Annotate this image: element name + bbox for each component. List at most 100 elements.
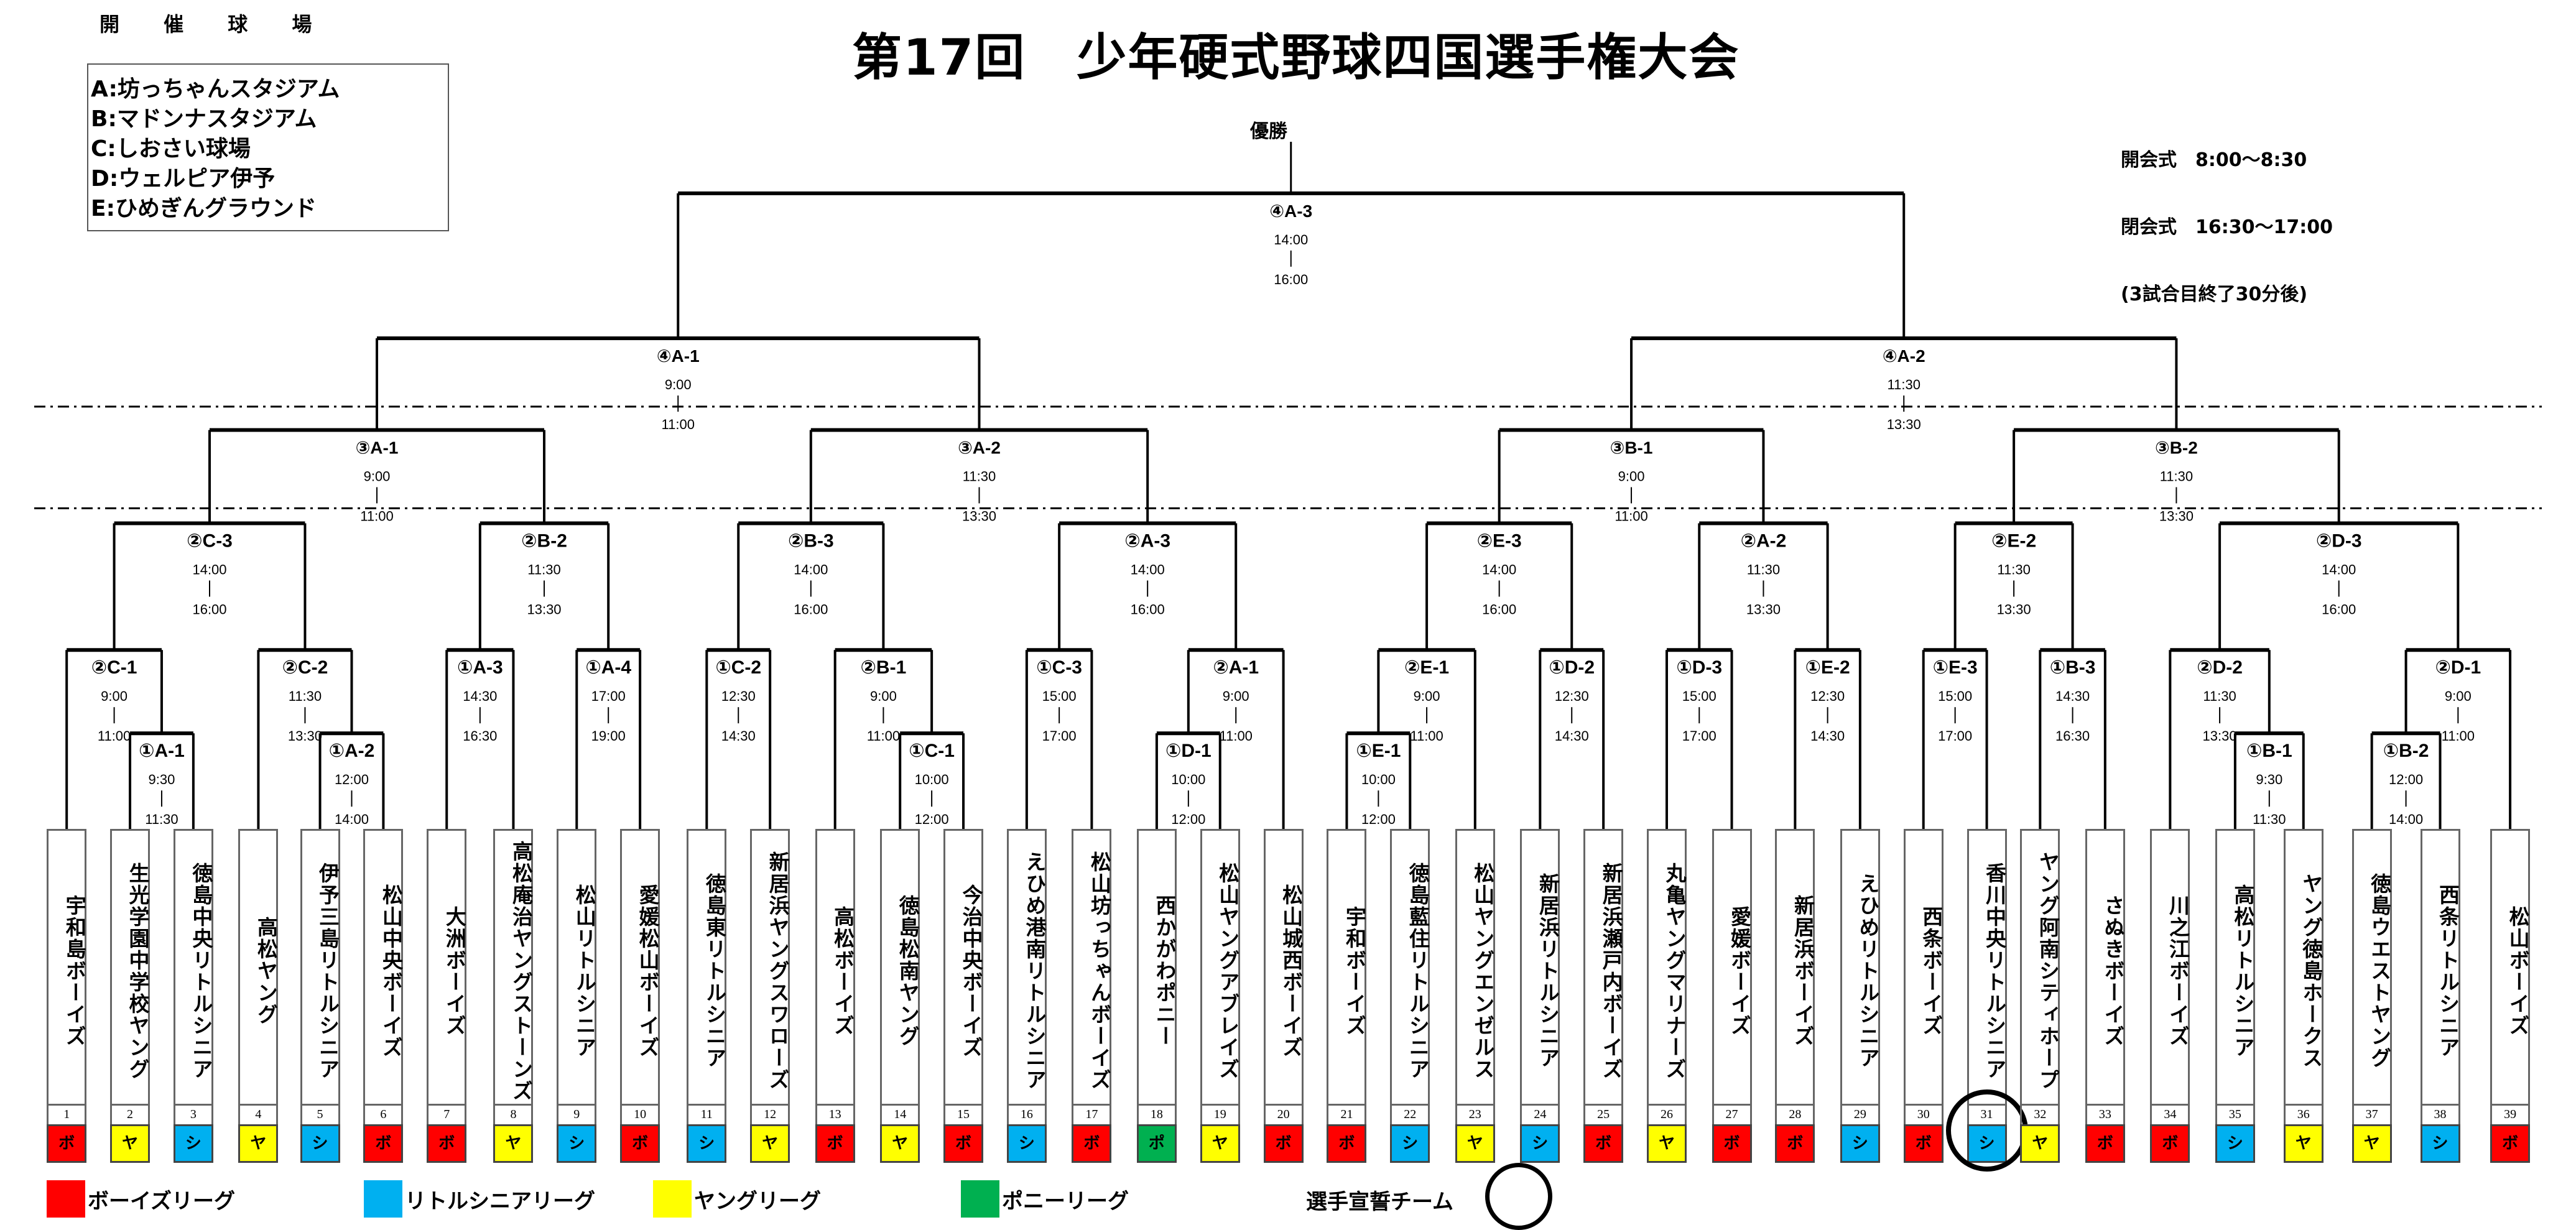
team-number: 14 — [880, 1104, 920, 1124]
match-end-time: 13:30 — [1746, 602, 1781, 617]
league-badge-senior: シ — [1840, 1124, 1880, 1163]
match-start-time: 9:30 — [149, 772, 175, 787]
match-start-time: 10:00 — [1171, 772, 1205, 787]
league-badge-senior: シ — [1006, 1124, 1047, 1163]
team-name: ヤング阿南シティホープ — [2020, 829, 2060, 1104]
league-badge-boys: ボ — [1903, 1124, 1944, 1163]
match-end-time: 11:30 — [2253, 812, 2286, 827]
match-end-time: 11:00 — [662, 417, 695, 432]
match-end-time: 11:00 — [1410, 728, 1443, 744]
league-badge-boys: ボ — [363, 1124, 404, 1163]
match-end-time: 16:30 — [463, 728, 497, 744]
match-start-time: 11:30 — [1997, 562, 2030, 578]
team-name: 徳島中央リトルシニア — [173, 829, 213, 1104]
match-label: ①C-3 — [1036, 657, 1082, 678]
team-name: 徳島ウエストヤング — [2351, 829, 2392, 1104]
team-name: 生光学園中学校ヤング — [110, 829, 151, 1104]
opening-ceremony: 開会式 8:00～8:30 — [2121, 149, 2307, 171]
match-end-time: 12:00 — [915, 812, 949, 827]
match-label: ①D-3 — [1676, 657, 1722, 678]
league-badge-boys: ボ — [2085, 1124, 2125, 1163]
league-badge-boys: ボ — [1712, 1124, 1752, 1163]
match-label: ②A-2 — [1741, 531, 1787, 552]
match-start-time: 12:00 — [2389, 772, 2423, 787]
team-number: 25 — [1583, 1104, 1624, 1124]
match-label: ②C-3 — [187, 531, 233, 552]
league-badge-young: ヤ — [880, 1124, 920, 1163]
team-name: ヤング徳島ホークス — [2283, 829, 2323, 1104]
match-start-time: 14:00 — [794, 562, 828, 578]
team-number: 2 — [110, 1104, 151, 1124]
team-name: 松山ヤングエンゼルス — [1455, 829, 1495, 1104]
match-start-time: 12:00 — [335, 772, 369, 787]
team-number: 9 — [557, 1104, 597, 1124]
match-label: ②B-2 — [521, 531, 567, 552]
league-badge-young: ヤ — [493, 1124, 534, 1163]
team-number: 20 — [1263, 1104, 1304, 1124]
match-label: ①E-3 — [1933, 657, 1978, 678]
match-end-time: 16:00 — [192, 602, 226, 617]
team-name: 新居浜リトルシニア — [1520, 829, 1560, 1104]
match-end-time: 17:00 — [1938, 728, 1972, 744]
team-name: 松山城西ボーイズ — [1263, 829, 1304, 1104]
match-label: ②E-2 — [1991, 531, 2036, 552]
match-end-time: 13:30 — [1887, 417, 1921, 432]
match-end-time: 11:30 — [145, 812, 178, 827]
match-start-time: 14:30 — [2055, 688, 2090, 704]
team-name: さぬきボーイズ — [2085, 829, 2125, 1104]
team-name: 徳島松南ヤング — [880, 829, 920, 1104]
league-badge-senior: シ — [300, 1124, 340, 1163]
match-label: ①A-3 — [457, 657, 503, 678]
legend-young: ヤングリーグ — [653, 1180, 821, 1218]
match-end-time: 16:00 — [2322, 602, 2356, 617]
league-badge-boys: ボ — [620, 1124, 660, 1163]
match-end-time: 16:00 — [1482, 602, 1516, 617]
team-name: 伊予三島リトルシニア — [300, 829, 340, 1104]
team-name: 高松ボーイズ — [815, 829, 855, 1104]
match-end-time: 13:30 — [288, 728, 322, 744]
match-start-time: 11:30 — [527, 562, 560, 578]
match-end-time: 16:00 — [794, 602, 828, 617]
match-label: ①A-4 — [585, 657, 631, 678]
league-badge-boys: ボ — [815, 1124, 855, 1163]
match-label: ①A-2 — [329, 741, 375, 761]
match-end-time: 13:30 — [1997, 602, 2031, 617]
league-badge-young: ヤ — [238, 1124, 279, 1163]
team-name: 宇和島ボーイズ — [47, 829, 87, 1104]
team-number: 21 — [1327, 1104, 1367, 1124]
team-number: 39 — [2490, 1104, 2531, 1124]
legend-label: ヤングリーグ — [694, 1188, 821, 1214]
match-label: ①A-1 — [139, 741, 185, 761]
match-label: ①C-1 — [909, 741, 955, 761]
match-start-time: 14:00 — [2322, 562, 2356, 578]
match-end-time: 11:00 — [1615, 508, 1647, 524]
match-label: ①B-2 — [2383, 741, 2429, 761]
match-end-time: 13:30 — [2203, 728, 2237, 744]
venues-list: A:坊っちゃんスタジアム B:マドンナスタジアム C:しおさい球場 D:ウェルピ… — [87, 63, 449, 231]
match-start-time: 10:00 — [1361, 772, 1396, 787]
match-start-time: 10:00 — [915, 772, 949, 787]
league-badge-senior: シ — [1520, 1124, 1560, 1163]
match-end-time: 11:00 — [1220, 728, 1253, 744]
match-start-time: 14:00 — [1274, 232, 1308, 247]
match-end-time: 11:00 — [360, 508, 393, 524]
team-number: 36 — [2283, 1104, 2323, 1124]
league-badge-boys: ボ — [1775, 1124, 1815, 1163]
team-number: 16 — [1006, 1104, 1047, 1124]
match-start-time: 9:00 — [665, 377, 692, 392]
team-number: 7 — [427, 1104, 467, 1124]
venue-item: E:ひめぎんグラウンド — [91, 196, 317, 221]
